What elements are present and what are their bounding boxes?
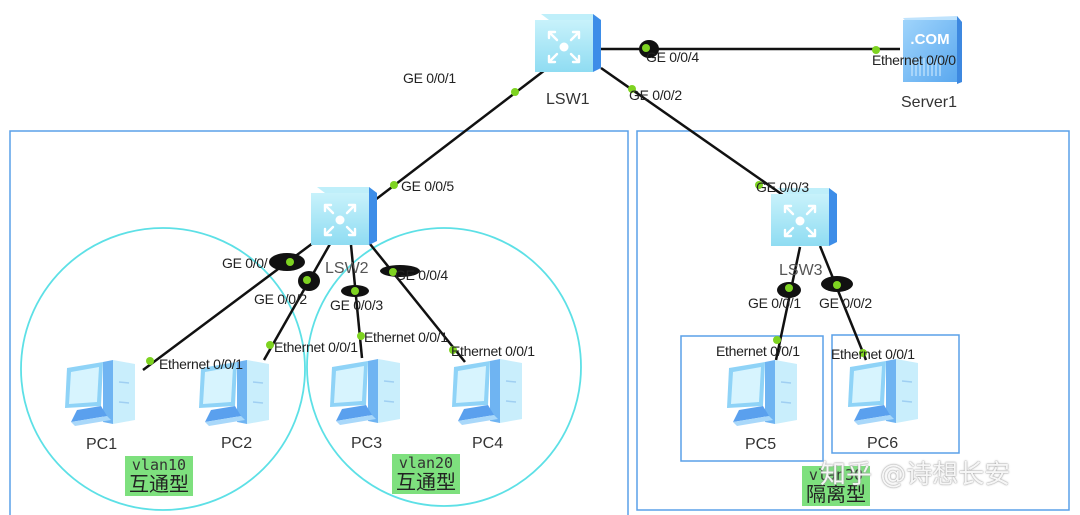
server1-label: Server1 bbox=[901, 94, 958, 111]
port-label-pc1-eth: Ethernet 0/0/1 bbox=[159, 356, 243, 372]
port-dot[interactable] bbox=[146, 357, 154, 365]
pc6-label: PC6 bbox=[867, 435, 899, 452]
port-label-pc6-eth: Ethernet 0/0/1 bbox=[831, 346, 915, 362]
port-label-lsw2-ge001: GE 0/0/1 bbox=[222, 256, 268, 270]
lsw1-label: LSW1 bbox=[546, 91, 590, 108]
vlan20-label: vlan20 互通型 bbox=[392, 454, 460, 494]
watermark: 知乎 @诗想长安 bbox=[820, 460, 1011, 490]
vlan30-label: vlan30 隔离型 bbox=[802, 466, 870, 506]
port-dot[interactable] bbox=[872, 46, 880, 54]
link-lsw2-pc2 bbox=[262, 243, 332, 361]
lsw2-switch-icon[interactable] bbox=[309, 185, 379, 247]
port-dots bbox=[146, 44, 880, 365]
vlan20-id: vlan20 bbox=[398, 454, 454, 472]
port-label-lsw3-ge003: GE 0/0/3 bbox=[756, 179, 809, 195]
port-label-lsw2-ge003: GE 0/0/3 bbox=[330, 297, 383, 313]
server-badge: .COM bbox=[910, 31, 949, 48]
pc6-icon[interactable] bbox=[847, 358, 919, 426]
vlan20-type: 互通型 bbox=[396, 469, 456, 494]
port-label-pc2-eth: Ethernet 0/0/1 bbox=[274, 339, 358, 355]
port-dot[interactable] bbox=[449, 346, 457, 354]
zone-box-left bbox=[9, 130, 629, 515]
pc5-label: PC5 bbox=[745, 436, 777, 453]
port-dot[interactable] bbox=[286, 258, 294, 266]
vlan10-id: vlan10 bbox=[131, 456, 187, 474]
port-label-lsw3-ge002: GE 0/0/2 bbox=[819, 295, 872, 311]
port-label-lsw2-ge005: GE 0/0/5 bbox=[401, 178, 454, 194]
port-dot[interactable] bbox=[773, 336, 781, 344]
port-label-pc5-eth: Ethernet 0/0/1 bbox=[716, 343, 800, 359]
pc4-icon[interactable] bbox=[451, 358, 523, 426]
pc5-isolation-box bbox=[680, 335, 824, 462]
vlan10-label: vlan10 互通型 bbox=[125, 456, 193, 496]
port-dot[interactable] bbox=[511, 88, 519, 96]
port-label-lsw3-ge001: GE 0/0/1 bbox=[748, 295, 801, 311]
port-dot[interactable] bbox=[785, 284, 793, 292]
vlan10-type: 互通型 bbox=[129, 471, 189, 496]
vlan30-id: vlan30 bbox=[808, 466, 864, 484]
port-label-lsw2-ge002: GE 0/0/2 bbox=[254, 291, 307, 307]
pc4-label: PC4 bbox=[472, 435, 504, 452]
port-dot[interactable] bbox=[389, 268, 397, 276]
vlan30-type: 隔离型 bbox=[806, 481, 866, 506]
vlan20-circle bbox=[306, 227, 582, 507]
port-dot[interactable] bbox=[833, 281, 841, 289]
port-dot[interactable] bbox=[755, 181, 763, 189]
pc5-icon[interactable] bbox=[726, 359, 798, 427]
lsw1-switch-icon[interactable] bbox=[533, 12, 603, 74]
port-dot[interactable] bbox=[859, 349, 867, 357]
port-label-lsw1-ge001: GE 0/0/1 bbox=[403, 70, 456, 86]
pc3-label: PC3 bbox=[351, 435, 383, 452]
port-label-lsw1-ge004: GE 0/0/4 bbox=[646, 49, 699, 65]
port-dot[interactable] bbox=[351, 287, 359, 295]
port-dot[interactable] bbox=[303, 276, 311, 284]
port-dot[interactable] bbox=[390, 181, 398, 189]
server1-icon[interactable]: .COM bbox=[903, 16, 962, 84]
lsw3-switch-icon[interactable] bbox=[769, 186, 839, 248]
port-dot[interactable] bbox=[357, 332, 365, 340]
pc6-isolation-box bbox=[831, 334, 960, 454]
port-label-lsw2-ge004: GE 0/0/4 bbox=[395, 267, 448, 283]
zone-box-right bbox=[636, 130, 1070, 511]
port-dot[interactable] bbox=[266, 341, 274, 349]
pc1-label: PC1 bbox=[86, 436, 118, 453]
lsw2-label: LSW2 bbox=[325, 260, 369, 277]
link-lsw3-pc6 bbox=[818, 245, 868, 361]
pc2-label: PC2 bbox=[221, 435, 253, 452]
link-lsw2-pc4 bbox=[369, 243, 466, 363]
vlan10-circle bbox=[20, 227, 306, 511]
pc3-icon[interactable] bbox=[329, 358, 401, 426]
port-dot[interactable] bbox=[642, 44, 650, 52]
port-label-server1-eth000: Ethernet 0/0/0 bbox=[872, 52, 956, 68]
port-label-lsw1-ge002: GE 0/0/2 bbox=[629, 87, 682, 103]
pc1-icon[interactable] bbox=[64, 359, 136, 427]
port-label-pc3-eth: Ethernet 0/0/1 bbox=[364, 329, 448, 345]
port-label-pc4-eth: Ethernet 0/0/1 bbox=[451, 343, 535, 359]
lsw3-label: LSW3 bbox=[779, 262, 823, 279]
port-dot[interactable] bbox=[628, 85, 636, 93]
